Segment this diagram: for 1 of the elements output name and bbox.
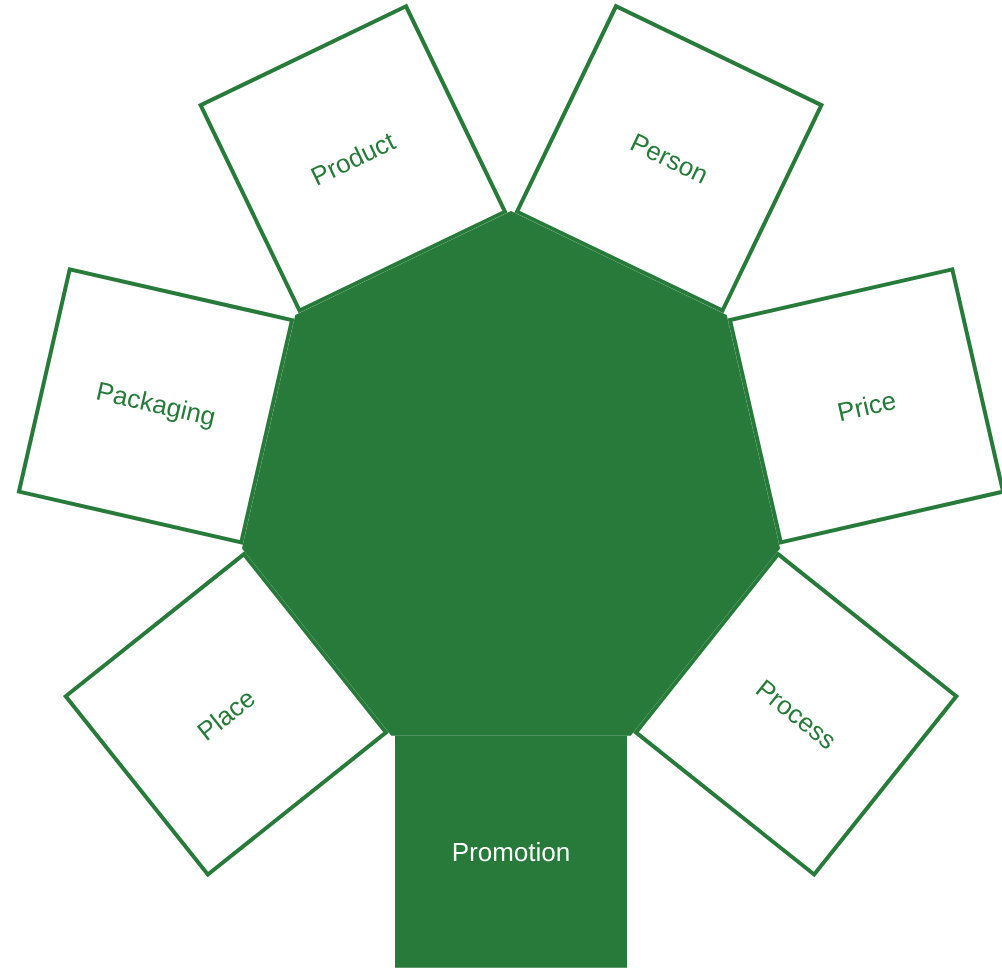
filled-box: Promotion [395, 735, 627, 968]
